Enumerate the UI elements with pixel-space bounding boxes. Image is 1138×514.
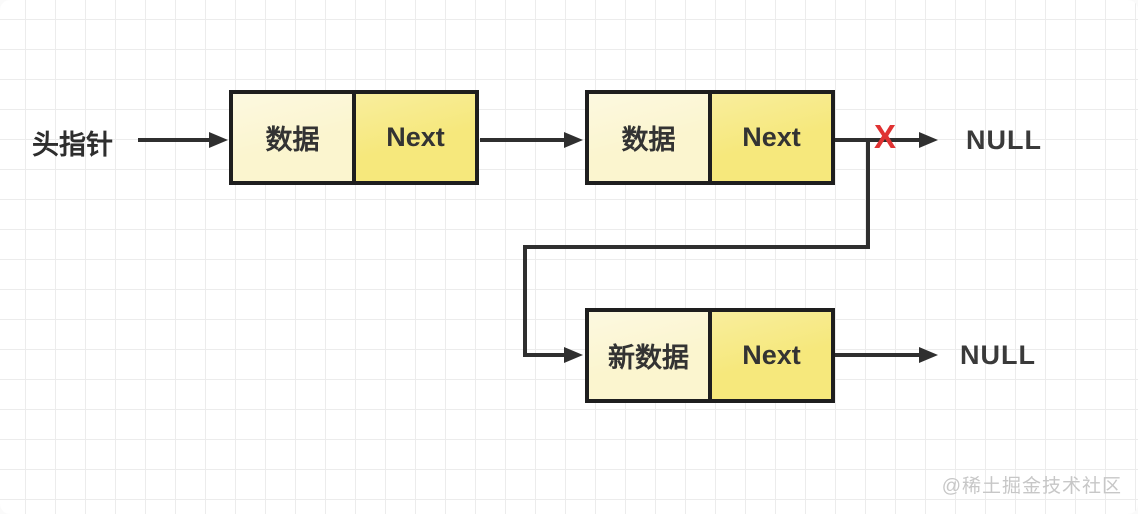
node1-data-cell: 数据 [233,94,352,181]
newnode-data-cell: 新数据 [589,312,708,399]
list-node-2: 数据 Next [585,90,835,185]
node1-next-cell: Next [352,94,475,181]
head-pointer-label: 头指针 [32,130,113,160]
crossed-out-mark: X [874,118,897,155]
watermark: @稀土掘金技术社区 [941,476,1122,497]
null-label-bottom: NULL [960,340,1036,370]
list-node-new: 新数据 Next [585,308,835,403]
newnode-next-cell: Next [708,312,831,399]
list-node-1: 数据 Next [229,90,479,185]
node2-data-cell: 数据 [589,94,708,181]
arrow-node2-to-newnode [523,140,870,363]
null-label-top: NULL [966,125,1042,155]
node2-next-cell: Next [708,94,831,181]
